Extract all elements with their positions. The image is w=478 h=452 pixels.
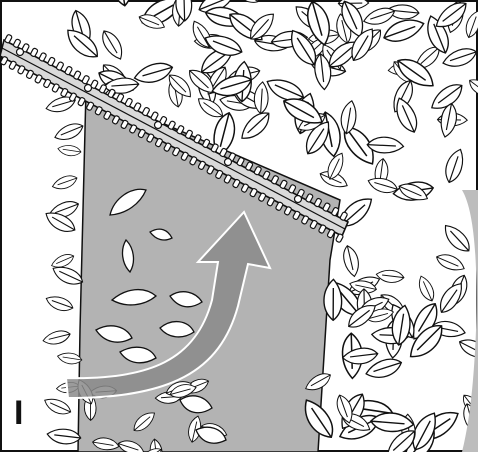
step-label: I	[14, 396, 23, 430]
